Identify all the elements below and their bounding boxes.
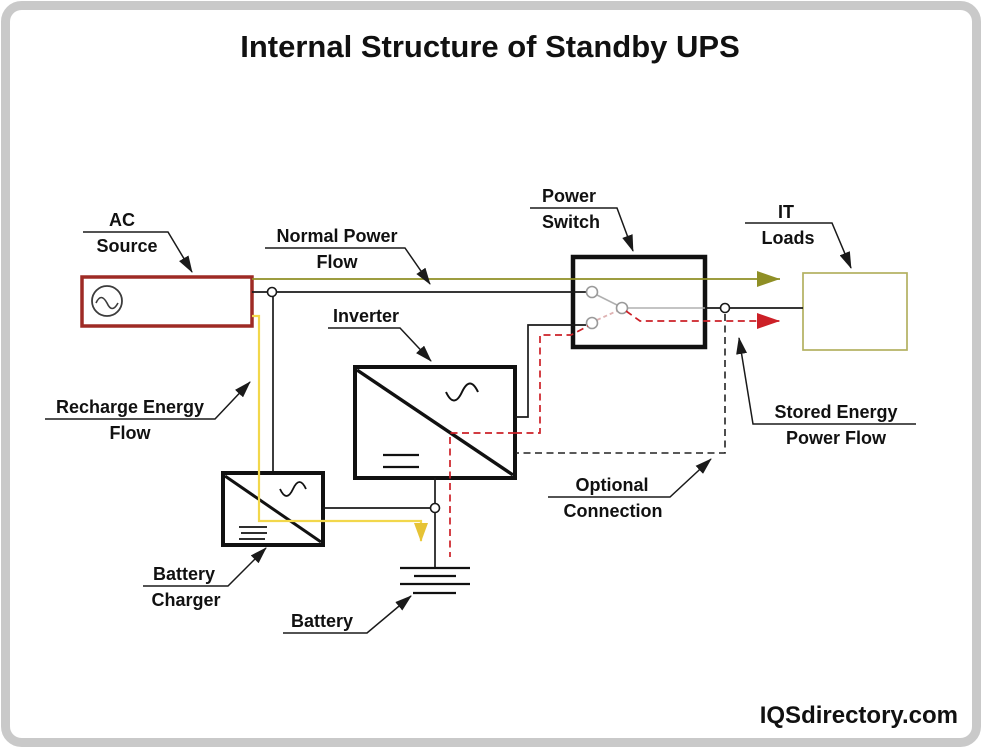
optional-connection-line	[516, 314, 726, 454]
optional-connection-label-2: Connection	[564, 501, 663, 521]
ac-source-rect	[80, 275, 254, 328]
power-switch-rect	[570, 254, 708, 350]
power-switch-label-2: Switch	[542, 212, 600, 232]
stored-energy-inverter-to-switch	[515, 325, 589, 434]
ac-source-label-2: Source	[96, 236, 157, 256]
ac-source-box	[80, 275, 254, 328]
normal-power-flow-label-2: Flow	[317, 252, 359, 272]
power-switch-label-1: Power	[542, 186, 596, 206]
inverter-to-switch-wire	[515, 324, 586, 418]
stored-energy-label-1: Stored Energy	[774, 402, 897, 422]
switch-contact-bottom	[585, 316, 599, 330]
switch-closed-contact-line	[596, 294, 618, 306]
ac-sine-wave	[95, 296, 119, 310]
battery-charger-diagonal	[224, 474, 322, 544]
stored-energy-leader	[736, 337, 916, 425]
recharge-energy-line	[252, 314, 428, 542]
inverter-box	[353, 365, 517, 480]
battery-symbol	[400, 566, 470, 595]
junction-node-ac	[266, 286, 278, 298]
inverter-label: Inverter	[333, 306, 399, 326]
switch-open-contact-line	[596, 310, 618, 321]
it-loads-label-1: IT	[778, 202, 794, 222]
ac-sine-icon	[91, 285, 123, 317]
page-title: Internal Structure of Standby UPS	[240, 29, 740, 64]
stored-energy-label-2: Power Flow	[786, 428, 887, 448]
watermark: IQSdirectory.com	[760, 702, 958, 729]
inverter-dc-icon	[383, 453, 419, 469]
optional-connection-leader	[548, 458, 712, 498]
normal-power-flow-label-1: Normal Power	[276, 226, 397, 246]
recharge-label-1: Recharge Energy	[56, 397, 204, 417]
charger-dc-icon	[239, 526, 267, 540]
inverter-ac-sine-icon	[445, 382, 479, 402]
switch-contact-top	[585, 285, 599, 299]
charger-ac-sine-icon	[279, 481, 307, 497]
battery-charger-box	[221, 471, 325, 547]
optional-connection-label-1: Optional	[576, 475, 649, 495]
normal-power-flow-leader	[265, 247, 431, 285]
it-loads-label-2: Loads	[761, 228, 814, 248]
recharge-leader	[45, 381, 251, 420]
ac-source-leader	[83, 231, 193, 273]
inverter-diagonal	[356, 368, 514, 477]
battery-label: Battery	[291, 611, 353, 631]
battery-charger-leader	[143, 547, 267, 587]
battery-charger-label-2: Charger	[151, 590, 220, 610]
battery-leader	[283, 595, 412, 634]
junction-node-battery	[429, 502, 441, 514]
recharge-label-2: Flow	[110, 423, 152, 443]
it-loads-leader	[745, 222, 852, 269]
switch-contact-middle	[615, 301, 629, 315]
junction-node-output	[719, 302, 731, 314]
power-switch-leader	[530, 207, 634, 252]
inverter-leader	[328, 327, 432, 362]
it-loads-rect	[802, 272, 908, 351]
stored-energy-to-itloads	[625, 310, 780, 329]
ac-source-label-1: AC	[109, 210, 135, 230]
battery-charger-label-1: Battery	[153, 564, 215, 584]
